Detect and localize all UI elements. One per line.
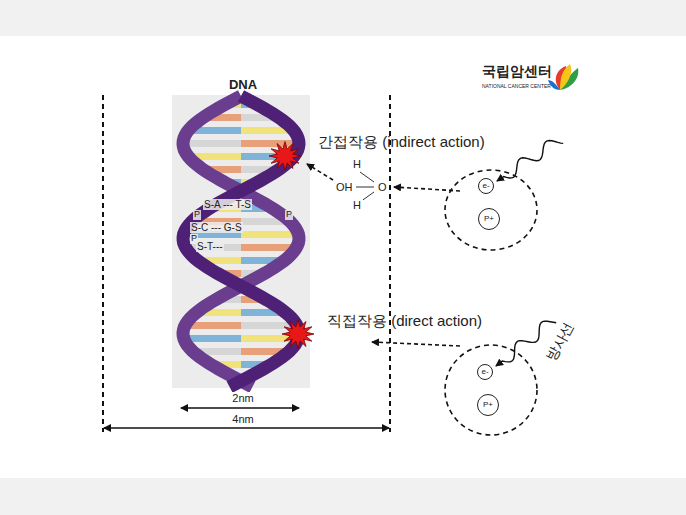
node-text: e-: [481, 368, 488, 376]
damage-burst: [282, 320, 314, 349]
base-pair-label: S-A --- T-S: [203, 199, 252, 210]
damage-burst: [269, 142, 314, 349]
base-rung: [183, 140, 241, 147]
logo-icon: [548, 64, 578, 90]
logo-text: 국립암센터: [482, 64, 552, 79]
atom-orbit: [445, 345, 537, 435]
nucleus-circle: P+: [478, 208, 500, 230]
dimension-label: 4nm: [230, 413, 255, 425]
dimension-arrow: [181, 407, 299, 409]
atom-orbit: [445, 170, 537, 250]
dashed-arrow: [307, 164, 333, 180]
damage-burst: [269, 142, 301, 171]
node-text: e-: [482, 182, 489, 190]
electron-circle: e-: [477, 364, 493, 380]
bond-line: [360, 172, 374, 182]
dna-helix: [183, 96, 299, 387]
dimension-arrow: [104, 427, 389, 429]
radiation-wave: [496, 141, 563, 367]
nucleus-circle: P+: [477, 394, 499, 416]
logo-subtext: NATIONAL CANCER CENTER: [482, 84, 551, 90]
base-pair-label: S-T---: [196, 241, 224, 252]
bond-line: [356, 187, 374, 188]
action-label: 직접작용 (direct action): [327, 313, 482, 330]
phosphate-label: P: [193, 210, 201, 220]
atom-symbol: O: [376, 181, 389, 193]
electron-circle: e-: [478, 178, 494, 194]
boundary-line: [102, 95, 104, 432]
dna-title: DNA: [229, 78, 257, 92]
dna-ground: [172, 95, 310, 388]
atom-symbol: H: [351, 199, 363, 211]
radiation-wave: [496, 321, 556, 366]
node-text: P+: [483, 401, 493, 409]
dna-strand: [183, 96, 299, 387]
base-rung: [241, 231, 298, 238]
action-label: 간접작용 (indirect action): [318, 134, 485, 151]
dimension-label: 2nm: [230, 392, 255, 404]
phosphate-label: P: [285, 210, 293, 220]
atom-symbol: OH: [334, 181, 355, 193]
dna-strand: [183, 96, 299, 387]
base-pair-label: S-C --- G-S: [190, 222, 243, 233]
node-text: P+: [484, 215, 494, 223]
atom-symbol: H: [351, 158, 363, 170]
radiation-wave: [497, 141, 563, 182]
dashed-arrow: [372, 342, 460, 346]
